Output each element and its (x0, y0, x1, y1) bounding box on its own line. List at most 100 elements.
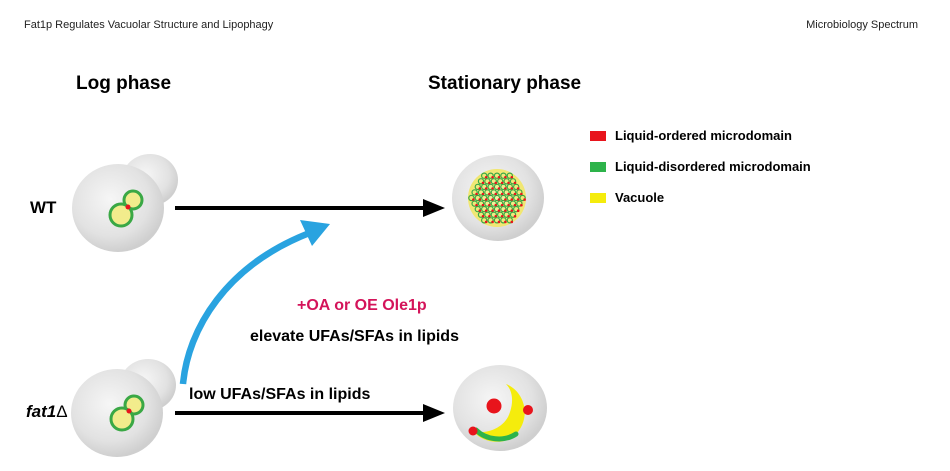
liquid-disordered-ring (500, 194, 507, 202)
liquid-disordered-ring (506, 194, 513, 202)
liquid-ordered-dot (481, 181, 485, 185)
liquid-ordered-dot (516, 209, 520, 212)
journal-name: Microbiology Spectrum (806, 19, 918, 31)
liquid-ordered-dot (481, 203, 485, 207)
liquid-disordered-ring (490, 178, 497, 185)
liquid-ordered-dot (478, 198, 482, 201)
rescue-arrow-head (300, 220, 330, 246)
wt-label: WT (30, 198, 57, 217)
liquid-disordered-ring (493, 172, 501, 179)
legend-swatch-vacuole (590, 192, 606, 203)
liquid-ordered-dot (484, 209, 488, 212)
liquid-disordered-ring (474, 205, 481, 213)
liquid-ordered-dot (516, 198, 520, 201)
liquid-disordered-ring (474, 183, 481, 191)
liquid-disordered-ring (481, 172, 488, 179)
fat1-lipid-droplet-1 (486, 398, 502, 414)
liquid-disordered-ring (487, 172, 494, 179)
elevate-ufa-text: elevate UFAs/SFAs in lipids (250, 328, 459, 345)
low-ufa-text: low UFAs/SFAs in lipids (189, 386, 371, 403)
liquid-ordered-dot (491, 220, 494, 224)
fat1-crescent-vacuole (474, 384, 525, 442)
legend: Liquid-ordered microdomain Liquid-disord… (590, 120, 811, 213)
liquid-disordered-ring (487, 183, 494, 191)
liquid-ordered-dot (513, 215, 517, 218)
liquid-disordered-ring (509, 211, 517, 218)
liquid-disordered-ring (493, 183, 501, 191)
liquid-disordered-ring (487, 194, 494, 202)
wt-arrow-head (423, 199, 445, 217)
liquid-disordered-ring (513, 194, 520, 202)
liquid-ordered-dot (488, 192, 491, 196)
liquid-disordered-ring (481, 194, 488, 202)
liquid-disordered-ring (484, 211, 491, 218)
liquid-disordered-ring (493, 205, 501, 213)
liquid-disordered-ring (509, 189, 517, 196)
liquid-disordered-ring (477, 189, 485, 196)
liquid-ordered-dot (500, 181, 504, 185)
liquid-disordered-ring (516, 200, 523, 207)
liquid-ordered-dot (504, 220, 507, 224)
legend-item-liquid-disordered: Liquid-disordered microdomain (590, 151, 811, 182)
liquid-ordered-dot (484, 220, 488, 224)
liquid-disordered-ring (484, 189, 491, 196)
liquid-disordered-ring (500, 172, 507, 179)
liquid-ordered-dot (510, 176, 514, 179)
liquid-disordered-ring (487, 205, 494, 213)
liquid-disordered-ring (513, 205, 520, 213)
liquid-ordered-dot (520, 192, 523, 196)
liquid-ordered-dot (472, 198, 475, 201)
stationary-phase-heading: Stationary phase (428, 73, 582, 94)
liquid-disordered-ring (497, 189, 504, 196)
liquid-ordered-dot (510, 198, 514, 201)
legend-swatch-liquid-disordered (590, 161, 606, 172)
liquid-ordered-dot (475, 203, 478, 207)
liquid-disordered-ring (503, 189, 510, 196)
delta-symbol: Δ (56, 402, 68, 421)
liquid-ordered-dot (491, 187, 494, 190)
liquid-disordered-ring (503, 200, 510, 207)
fat1-stationary-cell (453, 365, 547, 451)
liquid-ordered-dot (497, 187, 501, 190)
liquid-ordered-dot (513, 203, 517, 207)
running-header-title: Fat1p Regulates Vacuolar Structure and L… (24, 19, 274, 31)
liquid-disordered-ring (503, 178, 510, 185)
liquid-disordered-ring (487, 217, 494, 224)
liquid-ordered-dot (497, 198, 501, 201)
wt-log-vacuole-small (122, 189, 144, 211)
liquid-disordered-ring (493, 217, 501, 224)
legend-item-vacuole: Vacuole (590, 182, 811, 213)
log-phase-heading: Log phase (76, 73, 172, 94)
liquid-disordered-ring (477, 178, 485, 185)
fat1-arrow-head (423, 404, 445, 422)
legend-label-vacuole: Vacuole (615, 190, 665, 205)
liquid-disordered-ring (490, 189, 497, 196)
liquid-ordered-dot (510, 187, 514, 190)
liquid-ordered-dot (481, 192, 485, 196)
liquid-ordered-dot (513, 192, 517, 196)
fat1-lipid-droplet-2 (523, 405, 533, 415)
liquid-ordered-dot (491, 209, 494, 212)
liquid-ordered-dot (494, 203, 498, 207)
wt-log-vacuole-large (108, 202, 134, 228)
liquid-ordered-dot (507, 181, 510, 185)
liquid-disordered-ring (513, 183, 520, 191)
liquid-disordered-ring (509, 178, 517, 185)
liquid-disordered-ring (477, 200, 485, 207)
liquid-ordered-dot (497, 176, 501, 179)
treatment-text: +OA or OE Ole1p (297, 297, 427, 314)
wt-log-cell (72, 154, 178, 252)
liquid-disordered-ring (506, 183, 513, 191)
liquid-ordered-dot (510, 220, 514, 224)
liquid-disordered-ring (493, 194, 501, 202)
liquid-ordered-dot (497, 220, 501, 224)
liquid-ordered-dot (494, 181, 498, 185)
liquid-disordered-ring (497, 178, 504, 185)
fat1-delta-label: fat1Δ (26, 402, 68, 422)
liquid-ordered-dot (504, 209, 507, 212)
liquid-disordered-ring (481, 205, 488, 213)
liquid-ordered-dot (504, 198, 507, 201)
liquid-ordered-dot (513, 181, 517, 185)
liquid-ordered-dot (500, 192, 504, 196)
